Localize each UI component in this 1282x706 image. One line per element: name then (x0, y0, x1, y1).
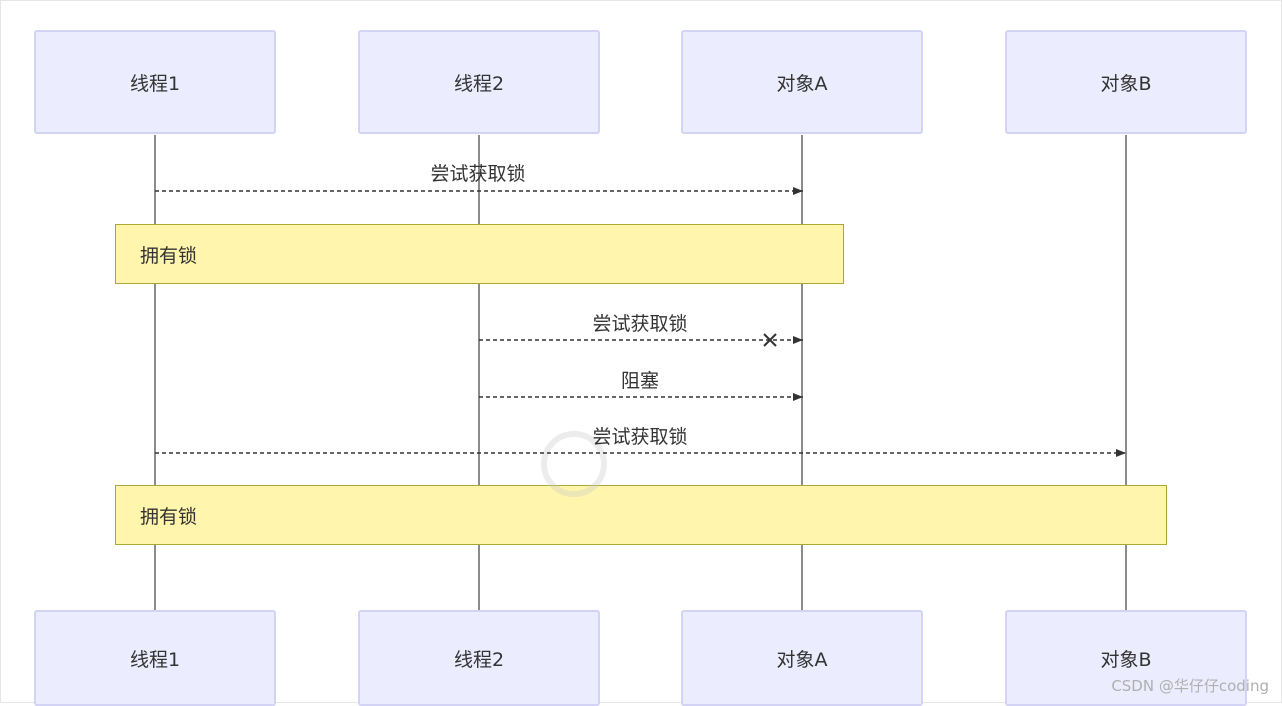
actor-label: 对象A (776, 648, 828, 671)
footer-watermark: CSDN @华仔仔coding (1111, 677, 1269, 695)
actor-label: 线程1 (129, 72, 181, 95)
message-label-3: 阻塞 (620, 370, 660, 392)
actor-label: 线程2 (453, 648, 505, 671)
actor-thread2-top: 线程2 (358, 30, 600, 134)
lifeline-objA (801, 135, 803, 611)
watermark-logo-icon (541, 431, 607, 497)
note-text: 拥有锁 (140, 505, 198, 528)
cross-icon (763, 333, 777, 347)
actor-label: 对象B (1100, 648, 1152, 671)
actor-label: 对象B (1100, 72, 1152, 95)
message-label-1: 尝试获取锁 (430, 163, 526, 185)
actor-thread1-bottom: 线程1 (34, 610, 276, 706)
actor-objB-bottom: 对象B (1005, 610, 1247, 706)
note-text: 拥有锁 (140, 244, 198, 267)
lifeline-thread2 (478, 135, 480, 611)
actor-thread1-top: 线程1 (34, 30, 276, 134)
actor-label: 对象A (776, 72, 828, 95)
actor-label: 线程1 (129, 648, 181, 671)
actor-thread2-bottom: 线程2 (358, 610, 600, 706)
actor-objA-bottom: 对象A (681, 610, 923, 706)
message-label-2: 尝试获取锁 (592, 313, 688, 335)
actor-objA-top: 对象A (681, 30, 923, 134)
lifeline-thread1 (154, 135, 156, 611)
note-thread1-owns-lock-a: 拥有锁 (115, 224, 844, 284)
note-thread1-owns-lock-b: 拥有锁 (115, 485, 1167, 545)
actor-objB-top: 对象B (1005, 30, 1247, 134)
actor-label: 线程2 (453, 72, 505, 95)
message-label-4: 尝试获取锁 (592, 426, 688, 448)
lifeline-objB (1125, 135, 1127, 611)
